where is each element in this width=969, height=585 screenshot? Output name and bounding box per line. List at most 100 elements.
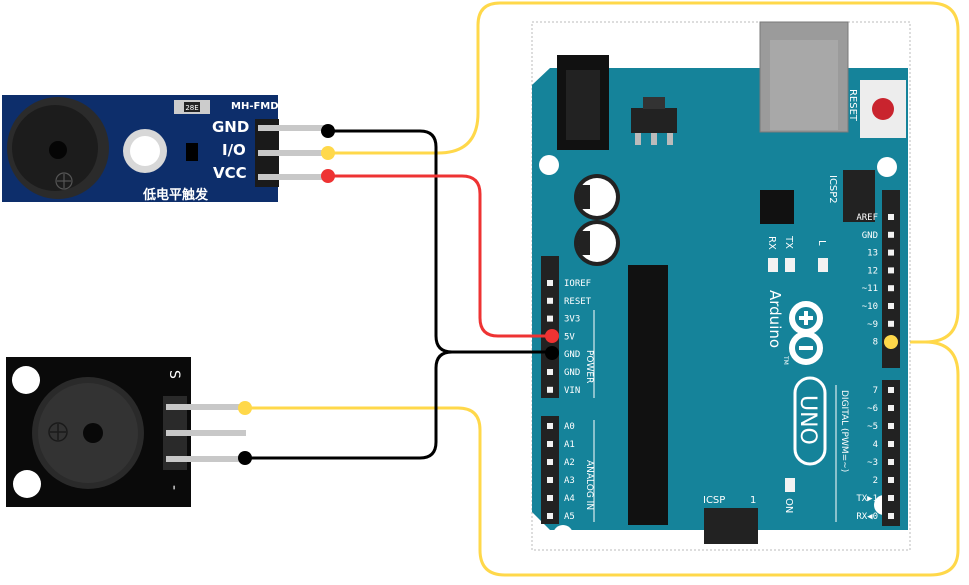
- header-pin: [888, 267, 894, 274]
- pin-label: A0: [564, 422, 575, 432]
- module1-vcc-connection: [321, 169, 335, 183]
- power-group-label: POWER: [584, 350, 594, 383]
- gnd-wire-module1: [328, 129, 552, 354]
- header-pin: [888, 231, 894, 238]
- mounting-hole: [13, 470, 41, 498]
- icsp2-label: ICSP2: [827, 175, 838, 204]
- vcc-wire: [328, 174, 552, 338]
- rx-label: RX: [766, 236, 777, 250]
- voltage-regulator: [631, 108, 677, 133]
- header-pin: [547, 423, 553, 429]
- icsp2-header: [843, 170, 875, 222]
- pin-label: RESET: [564, 297, 592, 307]
- mh-fmd-buzzer-module: 28E MH-FMD GND I/O VCC 低电平触发: [2, 95, 328, 203]
- pin-label: A3: [564, 476, 575, 486]
- header-pin: [547, 459, 553, 465]
- module1-gnd-connection: [321, 124, 335, 138]
- pin-label: RX◀0: [856, 512, 878, 522]
- transistor: [186, 143, 198, 161]
- mounting-hole: [12, 366, 40, 394]
- icsp-header: [704, 508, 758, 544]
- analog-group-label: ANALOG IN: [584, 460, 594, 510]
- mounting-hole: [553, 525, 573, 545]
- module2-ground-label: -: [166, 485, 182, 490]
- pin-label: ~5: [867, 422, 878, 432]
- module2-gnd-connection: [238, 451, 252, 465]
- module1-io-connection: [321, 146, 335, 160]
- pin-label: ~3: [867, 458, 878, 468]
- header-pin: [888, 303, 894, 309]
- header-pin: [888, 477, 894, 483]
- header-pin: [547, 386, 553, 393]
- header-pin: [888, 423, 894, 429]
- on-label: ON: [783, 498, 794, 513]
- module1-pin-io-label: I/O: [222, 141, 246, 159]
- pin-label: 3V3: [564, 315, 580, 325]
- header-pin: [888, 459, 894, 465]
- atmega-chip: [628, 265, 668, 525]
- rx-led: [768, 258, 778, 272]
- pin-label: 5V: [564, 332, 575, 342]
- pin-label: IOREF: [564, 279, 591, 289]
- module2-signal-label: S: [166, 370, 182, 379]
- pin-label: 12: [867, 266, 878, 276]
- digital-group-label: DIGITAL (PWM=~): [839, 390, 849, 472]
- pin-label: A5: [564, 512, 575, 522]
- on-led: [785, 478, 795, 492]
- header-pin: [888, 405, 894, 411]
- pin-label: AREF: [856, 213, 878, 223]
- capacitor: [574, 220, 620, 266]
- signal-outline-wire: [330, 1, 960, 344]
- l-label: L: [816, 240, 827, 246]
- gnd-wire-module2: [245, 350, 453, 460]
- arduino-gnd-connection: [545, 346, 559, 360]
- pin-label: ~10: [862, 302, 878, 312]
- header-pin: [888, 320, 894, 327]
- pin-label: 4: [873, 440, 878, 450]
- icsp-label: ICSP: [703, 495, 725, 506]
- arduino-infinity-logo: [789, 301, 823, 365]
- pin-label: 13: [867, 249, 878, 259]
- pin-label: TX▶1: [856, 494, 878, 504]
- pin-label: A4: [564, 494, 575, 504]
- pin-label: 7: [873, 386, 878, 396]
- pin-label: 8: [873, 338, 878, 348]
- pin-label: GND: [564, 368, 580, 378]
- module1-model-label: MH-FMD: [231, 101, 279, 112]
- header-pin: [888, 441, 894, 447]
- header-pin: [547, 513, 553, 519]
- pin-label: A2: [564, 458, 575, 468]
- pin-label: ~9: [867, 320, 878, 330]
- header-pin: [888, 387, 894, 393]
- uno-label: UNO: [795, 395, 820, 445]
- header-pin: [547, 280, 553, 286]
- pin-label: GND: [862, 231, 878, 241]
- passive-buzzer-module: S -: [6, 357, 246, 507]
- header-pin: [888, 495, 894, 501]
- power-header: [541, 256, 559, 398]
- header-pin: [547, 441, 553, 447]
- digital-header-lower: [882, 380, 900, 526]
- module1-pin-gnd-label: GND: [212, 118, 249, 136]
- signal-outline-wire-lower: [245, 340, 960, 577]
- arduino-uno-board: RESET ICSP2 ICSP 1 RX TX L ON Arduino TM…: [531, 21, 911, 551]
- trademark-label: TM: [782, 355, 789, 365]
- header-pin: [888, 285, 894, 292]
- analog-header: [541, 416, 559, 524]
- mounting-hole: [539, 155, 559, 175]
- digital-header-upper: [882, 190, 900, 368]
- icsp-one-label: 1: [750, 495, 756, 506]
- tx-label: TX: [783, 235, 794, 249]
- pin-label: ~11: [862, 284, 878, 294]
- pin-label: ~6: [867, 404, 878, 414]
- tx-led: [785, 258, 795, 272]
- header-pin: [888, 513, 894, 519]
- pin-label: GND: [564, 350, 580, 360]
- uno-badge: [793, 376, 827, 466]
- pin-label: 2: [873, 476, 878, 486]
- header-pin: [888, 214, 894, 220]
- mounting-hole: [877, 157, 897, 177]
- arduino-pin9-connection: [884, 335, 898, 349]
